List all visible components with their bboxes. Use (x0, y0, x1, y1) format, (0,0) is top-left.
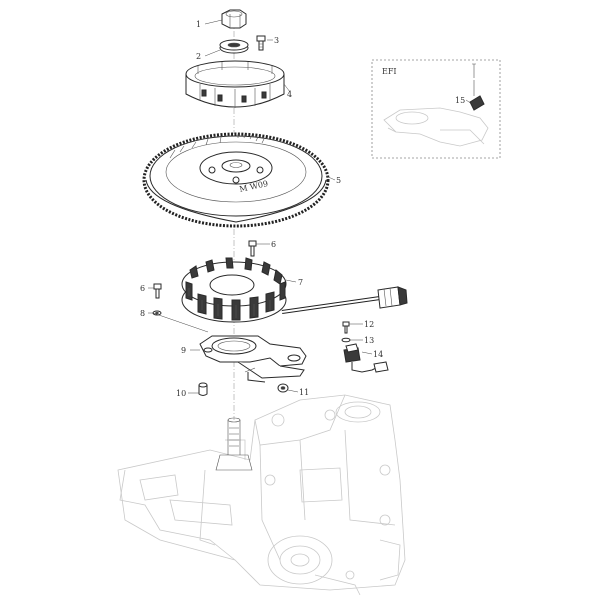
flywheel-cover (185, 60, 285, 108)
efi-label: EFI (382, 67, 397, 76)
bolt-12 (342, 321, 350, 334)
callout-9: 9 (181, 346, 186, 355)
efi-inset: EFI (371, 59, 501, 159)
efi-sensor (469, 95, 485, 111)
bolt-6-left (153, 283, 162, 299)
callout-4: 4 (287, 90, 292, 99)
washer (219, 39, 249, 54)
engine-block (117, 394, 406, 596)
callout-14: 14 (373, 350, 383, 359)
callout-6-left: 6 (140, 284, 145, 293)
callout-12: 12 (364, 320, 374, 329)
grommet (277, 383, 289, 393)
flywheel: M W09 (142, 132, 330, 228)
callout-11: 11 (299, 388, 309, 397)
leader-lines (148, 19, 473, 394)
pulser-sensor (343, 343, 389, 373)
callout-8: 8 (140, 309, 145, 318)
callout-13: 13 (364, 336, 374, 345)
callout-1: 1 (196, 20, 201, 29)
bolt-6-upper (248, 240, 257, 257)
bolt-3 (256, 35, 266, 51)
callout-6-upper: 6 (271, 240, 276, 249)
nut (221, 9, 247, 29)
efi-inset-frame (371, 59, 501, 159)
crankshaft (215, 417, 253, 471)
stator-bracket (199, 335, 307, 383)
stator (181, 257, 287, 323)
callouts: 1 2 3 4 5 6 6 7 8 9 10 11 12 13 14 15 (140, 20, 465, 398)
washer-13 (341, 337, 351, 343)
callout-2: 2 (196, 52, 201, 61)
stator-connector (377, 286, 408, 309)
callout-3: 3 (274, 36, 279, 45)
callout-15: 15 (455, 96, 465, 105)
timing-marks (237, 133, 265, 144)
callout-5: 5 (336, 176, 341, 185)
callout-7: 7 (298, 278, 303, 287)
spacer (198, 382, 208, 396)
callout-10: 10 (176, 389, 186, 398)
stator-cable (281, 296, 381, 314)
